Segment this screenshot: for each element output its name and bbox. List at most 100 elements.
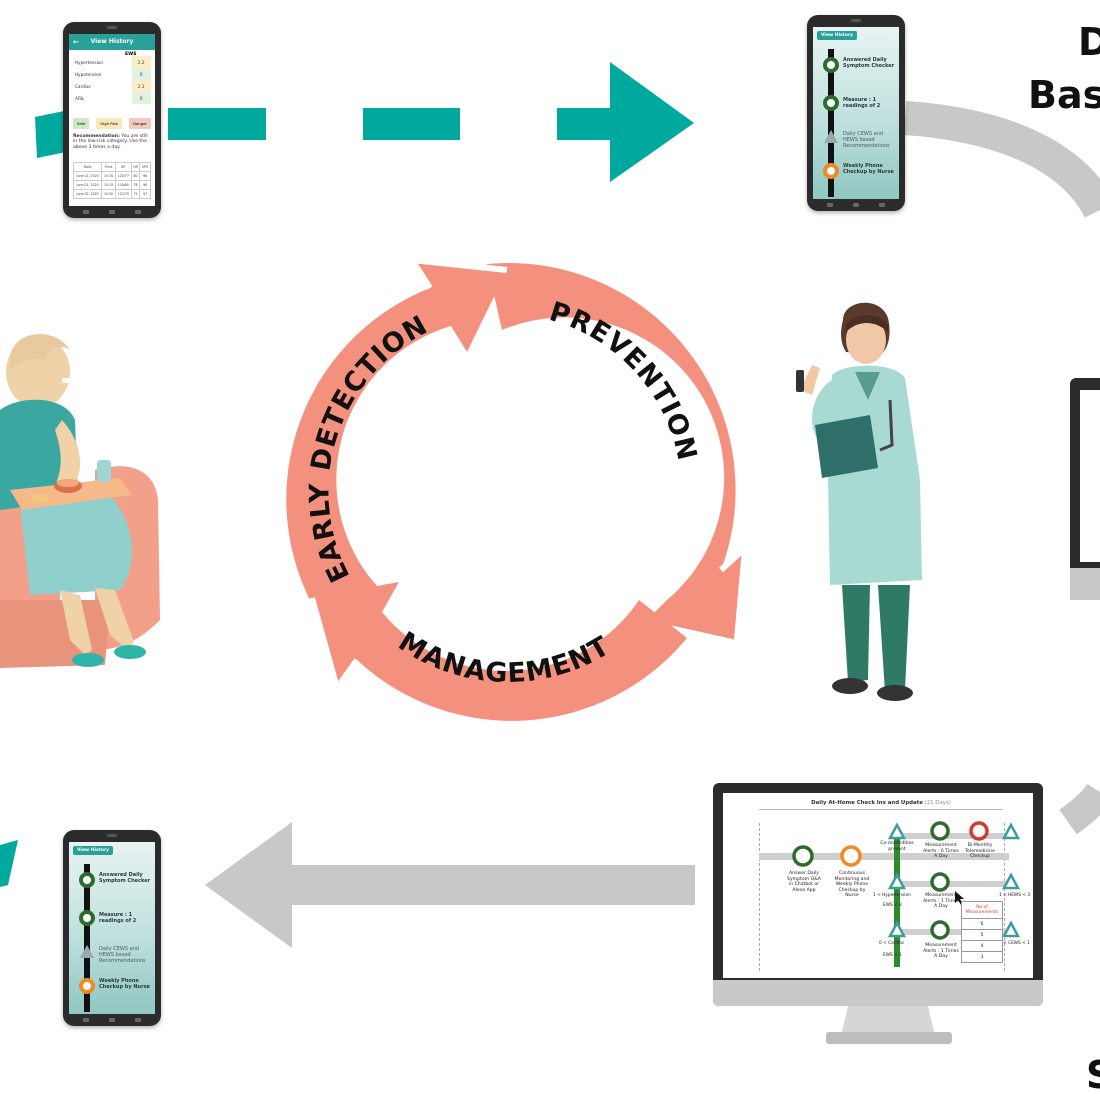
teal-dashed-arrow — [35, 62, 694, 182]
phone-tracker-bottom: View History Answered Daily Symptom Chec… — [63, 830, 161, 1026]
grid-header: HR — [130, 162, 141, 172]
grid-header: Date — [72, 162, 103, 172]
desktop-monitor: Daily At-Home Check Ins and Update (21 D… — [713, 783, 1043, 1006]
phone-navbar — [83, 209, 141, 215]
monitor-title-text: Daily At-Home Check Ins and Update — [811, 800, 923, 806]
history-row-label: Hypertension — [75, 59, 104, 65]
teal-arrow-fragment — [0, 840, 18, 887]
flow-label-meas1b: Measurement Alerts : 1 Times A Day — [923, 943, 959, 959]
history-readings-grid: Date Time BP HR SPO June 01, 2020 10:30 … — [72, 162, 151, 199]
cycle-arrow-management — [312, 582, 687, 721]
progress-track — [828, 49, 834, 197]
phone-navbar — [83, 1017, 141, 1023]
history-title: View History — [90, 38, 134, 45]
node-triangle — [887, 872, 907, 890]
grid-cell: 10:30 — [101, 189, 116, 199]
grid-cell: 120/77 — [114, 171, 132, 181]
flow-label-meas1a: Measurement Alerts : 1 Times A Day — [923, 893, 959, 909]
table-row: 5 — [961, 929, 1003, 941]
node-triangle — [1001, 872, 1021, 890]
view-history-tab[interactable]: View History — [817, 31, 858, 40]
step-done-icon — [823, 57, 839, 73]
step-label: Daily CEWS and HEWS based Recommendation… — [843, 131, 890, 149]
danger-button[interactable]: Danger — [129, 118, 151, 129]
flow-label-hypertension: 1 < Hypertension — [873, 893, 911, 898]
flow-label-meas6: Measurement Alerts : 6 Times A Day — [923, 843, 959, 859]
flow-label-ews-lt3: EWS < 3 — [883, 903, 902, 908]
node-triangle — [887, 822, 907, 840]
header-right-line1: D — [1078, 20, 1100, 64]
measurements-cell: 4 — [961, 940, 1003, 952]
step-label: Weekly Phone Checkup by Nurse — [843, 163, 894, 175]
monitor-title-suffix: (21 Days) — [924, 800, 951, 806]
history-row-value: 2.1 — [131, 80, 151, 92]
measurements-cell: 6 — [961, 918, 1003, 930]
table-row: June 02, 2020 10:30 122/79 75 97 — [72, 189, 151, 199]
step-pending-icon — [80, 945, 94, 958]
measurements-header: No of Measurements — [961, 901, 1003, 919]
cycle-arrow-early-detection — [286, 260, 507, 626]
recommendation-label: Recommendation: — [73, 134, 120, 139]
node-triangle — [1001, 920, 1021, 938]
measurements-cell: 5 — [961, 929, 1003, 941]
grid-cell: 118/80 — [114, 180, 132, 190]
table-row: 3 — [961, 951, 1003, 963]
flow-label-ews-lt1: EWS < 1 — [883, 953, 902, 958]
flow-label-continuous: Continuous Monitoring and Weekly Phone C… — [834, 871, 870, 898]
history-ews-table: Hypertension 2.2 Hypotension 0 Cardiac 2… — [73, 56, 151, 104]
recommendation: Recommendation: You are still in the low… — [73, 134, 151, 150]
node-triangle — [1001, 822, 1021, 840]
grid-cell: June 01, 2020 — [72, 171, 103, 181]
grid-header: SPO — [139, 162, 151, 172]
view-history-tab[interactable]: View History — [73, 846, 114, 855]
grid-cell: June 02, 2020 — [72, 189, 103, 199]
node-circle — [969, 821, 989, 841]
grid-cell: 98 — [139, 171, 151, 181]
safe-button[interactable]: Safe — [73, 118, 90, 129]
grid-cell: June 01, 2020 — [72, 180, 103, 190]
flow-label-answer: Answer Daily Symptom Q&A in Chatbot or A… — [787, 871, 821, 893]
grid-cell: 97 — [139, 189, 151, 199]
step-done-icon — [823, 95, 839, 111]
node-circle — [930, 920, 950, 940]
table-row: June 01, 2020 15:15 118/80 78 98 — [72, 180, 151, 190]
monitor-title: Daily At-Home Check Ins and Update (21 D… — [759, 800, 1003, 810]
phone-tracker-screen: View History Answered Daily Symptom Chec… — [69, 842, 155, 1014]
step-done-icon — [79, 872, 95, 888]
flow-label-bimonthly: Bi-Monthly Telemedicine Checkup — [965, 843, 995, 859]
flow-frame — [759, 823, 1005, 971]
node-circle — [792, 845, 814, 867]
step-label: Measure : 1 readings of 2 — [843, 97, 881, 109]
step-done-icon — [79, 910, 95, 926]
phone-navbar — [827, 202, 885, 208]
table-row: No of Measurements — [961, 901, 1003, 919]
phone-tracker-screen: View History Answered Daily Symptom Chec… — [813, 27, 899, 199]
progress-track — [84, 864, 90, 1012]
table-row: 6 — [961, 918, 1003, 930]
flow-label-hews: 1 < HEWS < 3 — [999, 893, 1031, 898]
grid-cell: 80 — [130, 171, 141, 181]
grid-cell: 122/79 — [114, 189, 132, 199]
monitor-chin — [713, 980, 1043, 1006]
table-row: Hypotension 0 — [73, 68, 151, 80]
high-risk-button[interactable]: High Risk — [96, 118, 123, 129]
flow-label-cews: 0 < CEWS < 1 — [999, 941, 1030, 946]
step-pending-icon — [824, 130, 838, 143]
monitor-screen: Daily At-Home Check Ins and Update (21 D… — [723, 793, 1033, 978]
phone-tracker-top: View History Answered Daily Symptom Chec… — [807, 15, 905, 211]
node-circle — [930, 872, 950, 892]
history-title-bar: ← View History — [69, 34, 155, 50]
table-row: Cardiac 2.1 — [73, 80, 151, 92]
history-row-label: Cardiac — [75, 83, 91, 89]
patient-illustration — [0, 333, 160, 668]
back-arrow-icon[interactable]: ← — [73, 38, 79, 46]
history-row-value: 2.2 — [131, 56, 151, 68]
monitor-stand — [826, 1006, 952, 1044]
step-upcoming-icon — [79, 978, 95, 994]
history-row-label: AFib — [75, 95, 84, 101]
header-right-line2: Bas — [1028, 73, 1100, 117]
grid-cell: 10:30 — [101, 171, 116, 181]
recommendation-text: You are still in the low-risk category. … — [73, 134, 148, 150]
risk-buttons: Safe High Risk Danger — [73, 118, 151, 129]
